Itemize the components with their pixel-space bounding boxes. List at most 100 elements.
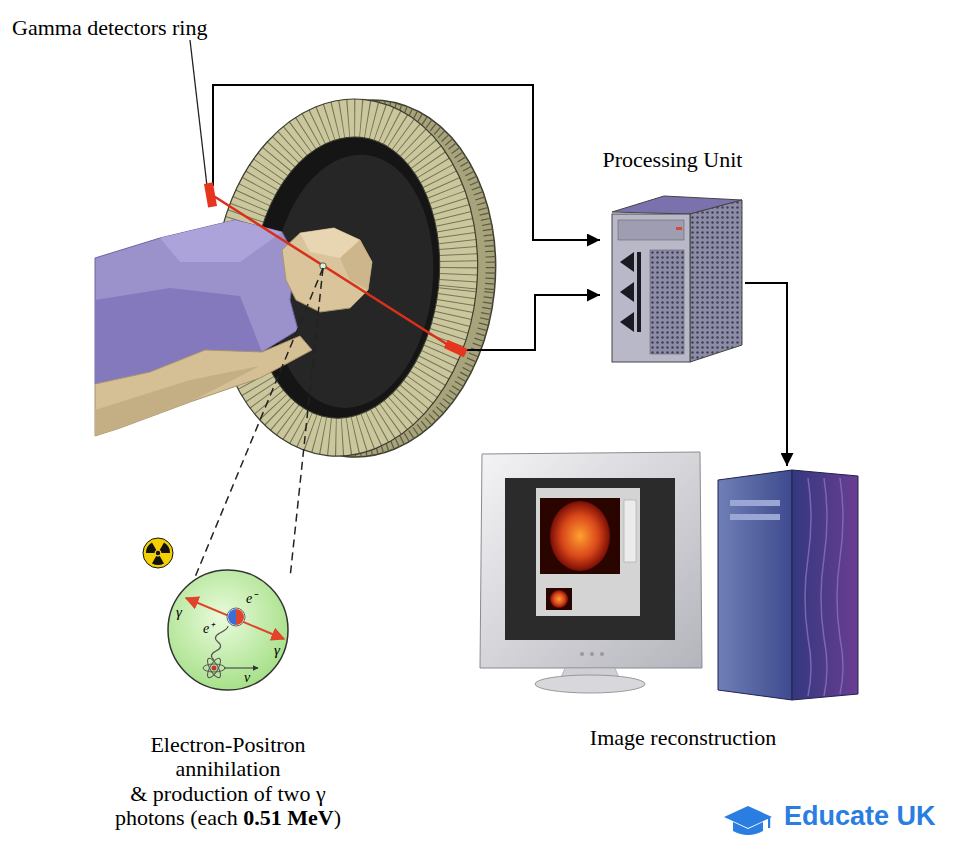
- zoom-lines-part: [290, 268, 323, 578]
- watermark: Educate UK: [784, 802, 936, 832]
- logo-icon-part: [724, 806, 772, 828]
- gamma-path-part: [444, 340, 468, 357]
- detector-ring: Gamma detectors ring: [205, 100, 495, 457]
- annihilation-circle-part-part: [205, 656, 223, 679]
- patient-part: [95, 366, 260, 436]
- monitor-part: [550, 501, 610, 571]
- monitor-part: [540, 498, 620, 574]
- photon-caption: & production of two γ photons (each 0.51…: [108, 782, 348, 830]
- monitor-part: [624, 500, 636, 562]
- neutrino-symbol: ν: [244, 670, 250, 685]
- monitor-part: [505, 478, 675, 640]
- annihilation-circle-part: [228, 609, 236, 625]
- server-part-part: [637, 252, 641, 332]
- tower-part: [792, 470, 858, 700]
- signal-arrow: [495, 295, 600, 350]
- annihilation-circle-part: [224, 667, 258, 668]
- zoom-lines: [193, 268, 323, 582]
- data-arrow: [745, 283, 787, 466]
- unit-label: Processing Unit: [580, 148, 765, 172]
- annihilation-circle: [168, 570, 288, 690]
- radiation-symbol-part: [152, 556, 164, 565]
- emphasis: 0.51 MeV: [243, 805, 333, 830]
- text-run: ): [334, 805, 341, 830]
- photon-symbol: γ: [274, 642, 280, 659]
- annihilation-circle-part: [236, 609, 244, 625]
- electron-symbol: e⁻: [246, 591, 257, 606]
- positron-symbol: e⁺: [203, 621, 214, 636]
- server-part: [612, 214, 690, 362]
- patient-part: [282, 228, 372, 312]
- radiation-symbol: [143, 538, 173, 568]
- server-part: [650, 250, 684, 354]
- logo-icon-part: [733, 822, 763, 835]
- leader-line: [190, 40, 207, 186]
- gamma-path: [204, 182, 468, 357]
- monitor-part: [535, 675, 645, 693]
- monitor-part: [546, 588, 572, 610]
- text-run: Gamma detectors ring: [12, 15, 208, 40]
- patient-part: [95, 336, 312, 436]
- tower-part: [730, 500, 780, 506]
- server: [612, 196, 742, 362]
- annihilation-circle-part-part: [203, 664, 225, 672]
- server-part: [690, 200, 742, 362]
- annihilation-circle-part-part: [205, 656, 223, 679]
- text-run: Processing Unit: [603, 147, 743, 172]
- ring-label: Gamma detectors ring: [12, 16, 272, 40]
- server-part-part: [620, 252, 634, 272]
- radiation-symbol-part: [160, 543, 170, 553]
- wire-stub: [212, 100, 214, 186]
- logo-icon: [724, 806, 772, 835]
- zoom-lines-part: [193, 268, 323, 582]
- monitor-part: [550, 590, 568, 608]
- output-label: Image reconstruction: [478, 726, 888, 750]
- patient: [95, 220, 372, 436]
- patient-part: [160, 220, 282, 262]
- server-part: [618, 220, 684, 240]
- gamma-path-part: [204, 182, 217, 207]
- server-part: [676, 227, 682, 230]
- monitor-part: [580, 652, 584, 656]
- gamma-path-part: [212, 195, 456, 350]
- server-part: [620, 252, 641, 332]
- tower-part: [805, 478, 843, 696]
- monitor-part: [536, 488, 640, 616]
- tower-part: [730, 514, 780, 520]
- server-part-part: [620, 312, 634, 332]
- annihilation-circle-part: [186, 598, 284, 639]
- tower: [718, 470, 858, 700]
- radiation-symbol-part: [146, 543, 156, 553]
- server-part-part: [620, 282, 634, 302]
- photon-symbol: γ: [176, 604, 182, 621]
- annihilation-circle-part: [203, 656, 225, 679]
- monitor-part: [600, 652, 604, 656]
- process-caption: Electron-Positron annihilation: [108, 733, 348, 781]
- annihilation-circle-part: [168, 570, 288, 690]
- radiation-symbol-part: [156, 551, 160, 555]
- tower-part-part: [821, 478, 827, 696]
- patient-part: [340, 240, 372, 290]
- annihilation-circle-part: [227, 608, 245, 626]
- tower-part-part: [805, 478, 811, 696]
- logo-icon-part: [768, 817, 770, 828]
- processing-unit: Processing Unit: [600, 148, 745, 363]
- tower-part: [718, 470, 792, 700]
- monitor: [480, 452, 702, 693]
- annihilation-inset: Electron-Positron annihilation& producti…: [108, 568, 348, 834]
- annihilation-circle-part: [212, 666, 217, 671]
- signal-arrow: [213, 85, 600, 240]
- monitor-part: [480, 452, 702, 668]
- text-run: Electron-Positron annihilation: [150, 732, 305, 781]
- monitor-part: [590, 652, 594, 656]
- text-run: Image reconstruction: [590, 725, 776, 750]
- tower-part-part: [837, 478, 843, 694]
- radiation-symbol-part: [143, 538, 173, 568]
- detector-ring-part: [260, 147, 446, 416]
- workstation: Image reconstruction: [478, 466, 888, 756]
